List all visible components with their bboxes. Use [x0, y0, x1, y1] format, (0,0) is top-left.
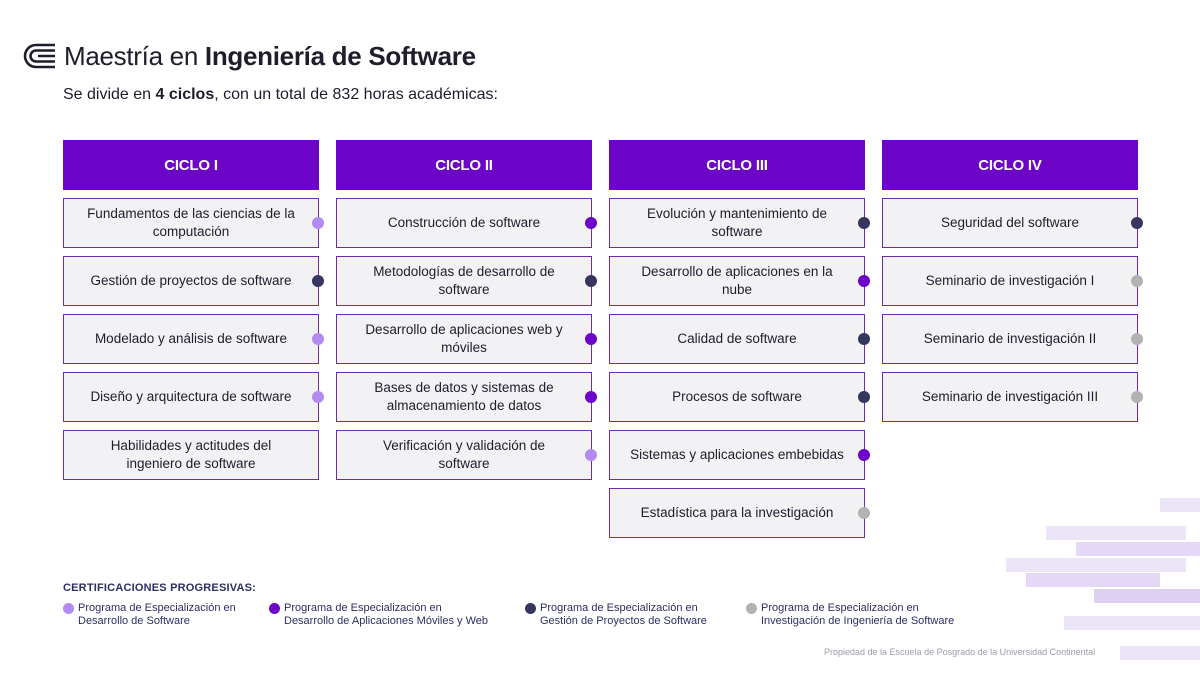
cycle-column-2: CICLO II Construcción de software Metodo…	[336, 140, 597, 480]
course-card: Sistemas y aplicaciones embebidas	[609, 430, 870, 480]
course-name: Desarrollo de aplicaciones web y móviles	[365, 322, 563, 355]
course-name: Habilidades y actitudes del ingeniero de…	[110, 438, 272, 471]
decorative-stripe	[1026, 573, 1160, 587]
circle-dot-icon	[585, 391, 597, 403]
circle-dot-icon	[1131, 217, 1143, 229]
course-name: Estadística para la investigación	[640, 505, 834, 520]
footer-note: Propiedad de la Escuela de Posgrado de l…	[824, 647, 1096, 657]
certifications-title: CERTIFICACIONES PROGRESIVAS:	[63, 582, 257, 594]
course-name: Metodologías de desarrollo de software	[373, 264, 555, 297]
course-card: Bases de datos y sistemas de almacenamie…	[336, 372, 597, 422]
continental-logo-icon	[23, 43, 55, 69]
decorative-stripe	[1046, 526, 1186, 540]
course-card: Seminario de investigación III	[882, 372, 1143, 422]
circle-dot-icon	[858, 275, 870, 287]
page-header: Maestría en Ingeniería de Software	[22, 40, 476, 72]
cycle-header: CICLO III	[609, 140, 865, 190]
course-card: Verificación y validación de software	[336, 430, 597, 480]
course-name: Modelado y análisis de software	[94, 331, 288, 346]
decorative-stripe	[1094, 589, 1200, 603]
circle-dot-icon	[858, 449, 870, 461]
decorative-stripe	[1120, 646, 1200, 660]
course-name: Bases de datos y sistemas de almacenamie…	[374, 380, 554, 413]
circle-dot-icon	[585, 217, 597, 229]
course-card: Construcción de software	[336, 198, 597, 248]
course-card: Modelado y análisis de software	[63, 314, 324, 364]
decorative-stripe	[1076, 542, 1200, 556]
course-card: Estadística para la investigación	[609, 488, 870, 538]
course-card: Evolución y mantenimiento de software	[609, 198, 870, 248]
course-name: Desarrollo de aplicaciones en la nube	[641, 264, 833, 297]
course-card: Seminario de investigación I	[882, 256, 1143, 306]
cycle-column-1: CICLO I Fundamentos de las ciencias de l…	[63, 140, 324, 480]
circle-dot-icon	[1131, 333, 1143, 345]
course-name: Evolución y mantenimiento de software	[646, 206, 828, 239]
circle-dot-icon	[269, 603, 280, 614]
circle-dot-icon	[746, 603, 757, 614]
course-name: Seminario de investigación III	[921, 389, 1099, 404]
circle-dot-icon	[858, 333, 870, 345]
decorative-stripe	[1006, 558, 1186, 572]
circle-dot-icon	[312, 217, 324, 229]
course-card: Diseño y arquitectura de software	[63, 372, 324, 422]
course-name: Gestión de proyectos de software	[90, 273, 292, 288]
page-title: Maestría en Ingeniería de Software	[64, 40, 476, 71]
circle-dot-icon	[312, 333, 324, 345]
course-card: Habilidades y actitudes del ingeniero de…	[63, 430, 319, 480]
circle-dot-icon	[858, 507, 870, 519]
course-name: Calidad de software	[677, 331, 797, 346]
circle-dot-icon	[312, 391, 324, 403]
course-card: Seminario de investigación II	[882, 314, 1143, 364]
course-card: Calidad de software	[609, 314, 870, 364]
circle-dot-icon	[63, 603, 74, 614]
cycle-header: CICLO IV	[882, 140, 1138, 190]
circle-dot-icon	[1131, 275, 1143, 287]
decorative-stripe	[1160, 498, 1200, 512]
circle-dot-icon	[312, 275, 324, 287]
circle-dot-icon	[1131, 391, 1143, 403]
cycle-column-3: CICLO III Evolución y mantenimiento de s…	[609, 140, 870, 538]
circle-dot-icon	[585, 333, 597, 345]
cycle-column-4: CICLO IV Seguridad del software Seminari…	[882, 140, 1143, 422]
course-name: Seguridad del software	[940, 215, 1080, 230]
course-card: Seguridad del software	[882, 198, 1143, 248]
course-name: Construcción de software	[387, 215, 541, 230]
course-name: Seminario de investigación I	[925, 273, 1095, 288]
course-card: Gestión de proyectos de software	[63, 256, 324, 306]
course-card: Desarrollo de aplicaciones web y móviles	[336, 314, 597, 364]
circle-dot-icon	[585, 449, 597, 461]
course-name: Seminario de investigación II	[923, 331, 1097, 346]
cycle-header: CICLO II	[336, 140, 592, 190]
circle-dot-icon	[585, 275, 597, 287]
course-name: Sistemas y aplicaciones embebidas	[630, 447, 844, 462]
page-subtitle: Se divide en 4 ciclos, con un total de 8…	[63, 86, 498, 103]
course-card: Fundamentos de las ciencias de la comput…	[63, 198, 324, 248]
cycle-header: CICLO I	[63, 140, 319, 190]
circle-dot-icon	[858, 217, 870, 229]
course-name: Verificación y validación de software	[382, 438, 546, 471]
course-name: Fundamentos de las ciencias de la comput…	[87, 206, 295, 239]
circle-dot-icon	[525, 603, 536, 614]
decorative-stripe	[1064, 616, 1200, 630]
course-card: Metodologías de desarrollo de software	[336, 256, 597, 306]
course-card: Desarrollo de aplicaciones en la nube	[609, 256, 870, 306]
course-card: Procesos de software	[609, 372, 870, 422]
course-name: Procesos de software	[672, 389, 802, 404]
course-name: Diseño y arquitectura de software	[90, 389, 292, 404]
circle-dot-icon	[858, 391, 870, 403]
